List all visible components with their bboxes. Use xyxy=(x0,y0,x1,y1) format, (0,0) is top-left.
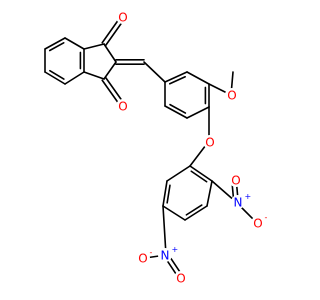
atom-o-ketone-top: O xyxy=(116,10,130,24)
bond-d2-d3 xyxy=(206,180,213,207)
atom-label-background xyxy=(225,88,239,102)
atom-label-background xyxy=(116,99,130,113)
bond-b4-b5 xyxy=(64,71,85,85)
bond-r5-r6-a xyxy=(164,105,188,119)
atom-o-nitro-ortho-minus: O- xyxy=(251,213,268,230)
atom-label-background xyxy=(231,195,245,209)
atom-label-background xyxy=(229,173,243,187)
bond-b6-c1 xyxy=(83,43,105,50)
atom-charge: - xyxy=(150,248,153,257)
bond-d5-d6-a xyxy=(162,180,168,207)
bond-d1-d2-b xyxy=(190,170,208,183)
atom-o-nitro-ortho-double: O xyxy=(229,173,243,187)
atom-n-nitro-ortho: N+ xyxy=(231,192,251,209)
bond-c1-oTop-b xyxy=(101,17,121,44)
atom-label-background xyxy=(203,135,217,149)
atom-symbol: O xyxy=(118,99,127,113)
atom-symbol: N xyxy=(234,195,243,209)
atom-label-background xyxy=(136,251,150,265)
bond-ch-r1 xyxy=(143,61,166,83)
bond-d4-d5 xyxy=(162,205,186,221)
atom-symbol: O xyxy=(138,251,147,265)
bond-c1-oTop-a xyxy=(104,20,124,47)
bond-r1-r2-a xyxy=(164,71,188,83)
atom-charge: - xyxy=(265,213,268,222)
atom-label-background xyxy=(116,10,130,24)
atom-label-background xyxy=(174,271,188,285)
bond-b3-b4-b xyxy=(49,69,65,80)
atom-symbol: O xyxy=(231,173,240,187)
atom-symbol: O xyxy=(176,271,185,285)
bond-b3-b4-a xyxy=(44,71,66,85)
atom-charge: + xyxy=(245,192,252,201)
bond-c3-oBot-b xyxy=(104,76,124,103)
bond-r4-r5 xyxy=(186,106,210,119)
bond-r1-r2-b xyxy=(168,75,186,85)
atom-label-background xyxy=(158,248,172,262)
bond-d5-n2 xyxy=(162,205,167,256)
bond-c3-b5 xyxy=(83,71,105,80)
bond-r2-r3 xyxy=(186,71,210,85)
bond-c2-c3 xyxy=(103,61,117,80)
atom-label-background xyxy=(251,216,265,230)
atom-n-nitro-para: N+ xyxy=(158,245,178,262)
bond-d3-d4-b xyxy=(185,204,203,216)
bond-d3-d4-a xyxy=(184,205,208,221)
atom-o-ketone-bottom: O xyxy=(116,99,130,113)
bond-b6-b1 xyxy=(64,37,85,50)
bond-b1-b2-b xyxy=(48,42,65,52)
atom-symbol: O xyxy=(205,135,214,149)
bond-c1-c2 xyxy=(103,43,117,63)
bond-d5-d6-b xyxy=(166,184,171,204)
atom-o-methoxy: O xyxy=(225,88,239,102)
atom-symbol: O xyxy=(118,10,127,24)
bond-layer xyxy=(44,17,257,279)
atom-symbol: O xyxy=(253,216,262,230)
atom-symbol: O xyxy=(227,88,236,102)
bond-c3-oBot-a xyxy=(101,79,121,106)
bond-d6-d1 xyxy=(166,165,191,182)
atom-charge: + xyxy=(172,245,179,254)
atom-o-nitro-para-minus: O- xyxy=(136,248,153,265)
bond-r5-r6-b xyxy=(169,103,187,114)
bond-b1-b2-a xyxy=(44,37,66,50)
atom-o-ether: O xyxy=(203,135,217,149)
atom-symbol: N xyxy=(161,248,170,262)
atom-o-nitro-para-double: O xyxy=(174,271,188,285)
bond-d1-d2-a xyxy=(189,165,213,182)
